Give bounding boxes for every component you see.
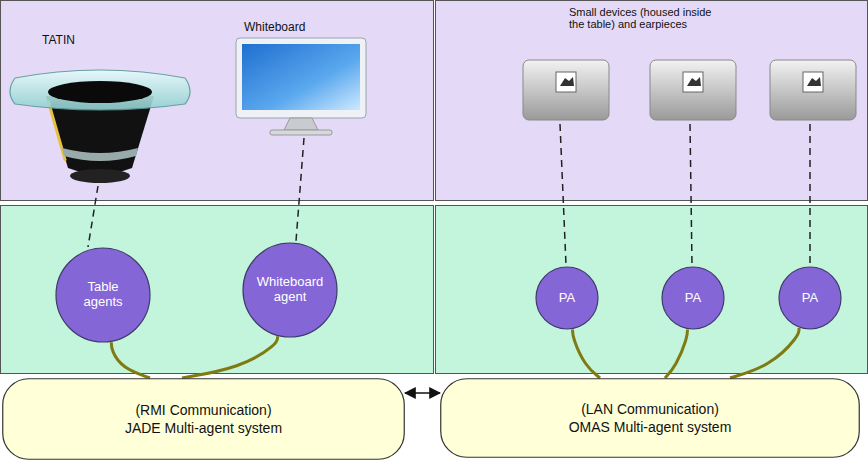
agent-label: PA — [542, 291, 592, 306]
top-panel — [1, 1, 434, 201]
device-label: Small devices (housed inside the table) … — [569, 6, 729, 30]
agent-circle: Table agents — [55, 247, 151, 343]
small-device — [770, 60, 856, 120]
top-panel — [436, 1, 868, 201]
agent-circle: PA — [535, 266, 599, 330]
platform-label: (RMI Communication) JADE Multi-agent sys… — [118, 401, 290, 437]
agent-panel — [1, 206, 434, 374]
rounded-outline — [440, 378, 860, 458]
platform-box: (LAN Communication) OMAS Multi-agent sys… — [440, 378, 860, 458]
tatin-table — [10, 70, 190, 183]
agent-circle: PA — [778, 266, 842, 330]
small-device — [523, 60, 609, 120]
platform-box: (RMI Communication) JADE Multi-agent sys… — [2, 378, 405, 460]
device-panel: TATIN Whiteboard — [0, 0, 434, 201]
device-panel: Small devices (housed inside the table) … — [435, 0, 868, 201]
agent-label: PA — [785, 291, 835, 306]
device-label: Whiteboard — [244, 20, 305, 34]
link-line — [665, 330, 687, 378]
agent-circle: PA — [661, 266, 725, 330]
agent-label: Table agents — [68, 280, 138, 310]
device-label: TATIN — [42, 33, 75, 47]
rounded-outline — [2, 378, 405, 460]
small-device — [650, 60, 736, 120]
link-line — [573, 330, 600, 378]
whiteboard-monitor — [236, 38, 366, 135]
platform-label: (LAN Communication) OMAS Multi-agent sys… — [564, 400, 736, 436]
agent-circle: Whiteboard agent — [242, 242, 338, 338]
agent-panel — [436, 206, 868, 374]
link-line — [111, 342, 150, 378]
agent-label: PA — [668, 291, 718, 306]
link-line — [182, 336, 278, 378]
dashed-link — [88, 124, 810, 265]
double-arrow — [405, 392, 440, 394]
link-line — [730, 328, 799, 378]
agent-label: Whiteboard agent — [251, 275, 329, 305]
